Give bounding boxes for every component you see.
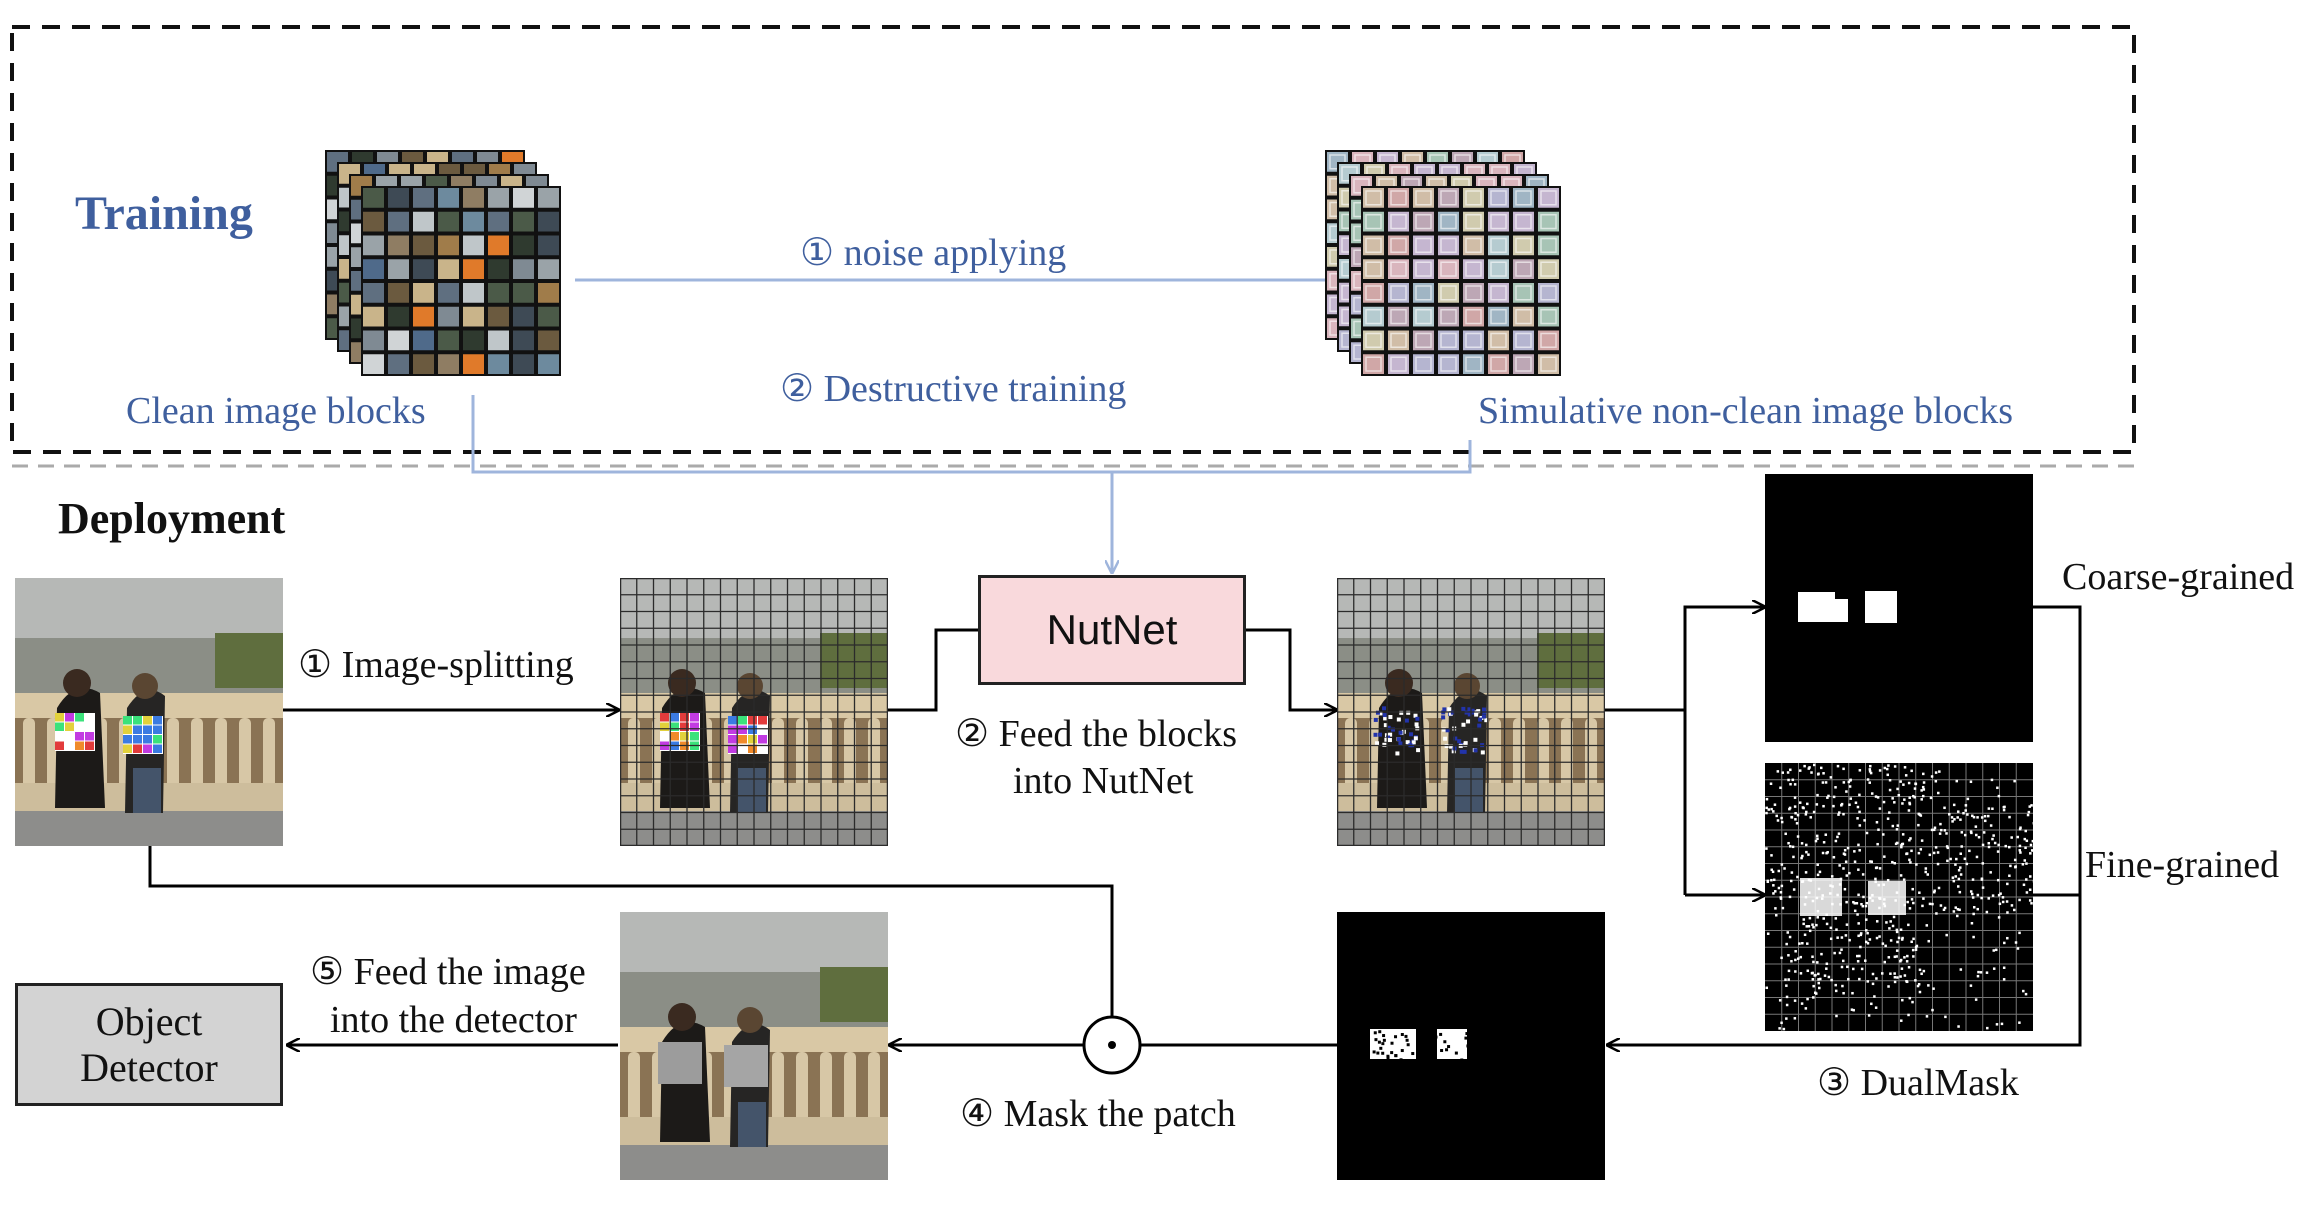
nutnet-to-output-arrow <box>1246 628 1336 710</box>
clean-blocks-label: Clean image blocks <box>126 390 426 432</box>
training-title: Training <box>75 187 253 240</box>
destructive-training-label: ② Destructive training <box>780 368 1127 410</box>
scene-content <box>620 578 888 846</box>
coarse-mask-content <box>1765 474 2033 742</box>
non-clean-image-blocks-stack <box>1325 150 1561 376</box>
block-layer <box>361 186 561 376</box>
nutnet-label: NutNet <box>1046 606 1178 653</box>
noisy-blocks-label: Simulative non-clean image blocks <box>1478 390 2014 432</box>
mask-operator-dot <box>1108 1041 1116 1049</box>
mask-patch-label: ④ Mask the patch <box>960 1093 1236 1135</box>
fine-grained-mask <box>1765 763 2033 1031</box>
dualmask-merge-arrow <box>1608 605 2082 1045</box>
coarse-grained-label: Coarse-grained <box>2062 556 2295 598</box>
object-detector-box: Object Detector <box>15 983 283 1106</box>
scene-content <box>1337 578 1605 846</box>
to-coarse-arrow <box>1683 607 1764 895</box>
grid-to-nutnet-line <box>888 628 978 712</box>
masked-image <box>620 912 888 1180</box>
feed-image-label-line1: ⑤ Feed the image <box>310 951 586 993</box>
dualmask-label: ③ DualMask <box>1817 1062 2019 1104</box>
training-frame <box>10 25 2136 454</box>
feed-blocks-label-line2: into NutNet <box>1013 760 1194 802</box>
image-splitting-label: ① Image-splitting <box>298 644 574 686</box>
nutnet-output-image <box>1337 578 1605 846</box>
block-layer <box>1361 186 1561 376</box>
clean-image-blocks-stack <box>325 150 561 376</box>
feed-image-label-line2: into the detector <box>330 999 577 1041</box>
noise-applying-label: ① noise applying <box>800 232 1067 274</box>
fine-mask-content <box>1765 763 2033 1031</box>
coarse-grained-mask <box>1765 474 2033 742</box>
deployment-title: Deployment <box>58 494 286 543</box>
dual-mask-content <box>1337 912 1605 1180</box>
dual-mask <box>1337 912 1605 1180</box>
detector-label-line2: Detector <box>80 1044 218 1090</box>
scene-content <box>620 912 888 1180</box>
input-image <box>15 578 283 846</box>
destructive-training-connector <box>471 395 1472 474</box>
feed-blocks-label-line1: ② Feed the blocks <box>955 713 1238 755</box>
nutnet-box: NutNet <box>978 575 1246 685</box>
fine-grained-label: Fine-grained <box>2085 844 2280 886</box>
original-to-dot-line <box>148 846 1114 1016</box>
detector-label-line1: Object <box>95 998 203 1044</box>
split-image <box>620 578 888 846</box>
scene-content <box>15 578 283 846</box>
